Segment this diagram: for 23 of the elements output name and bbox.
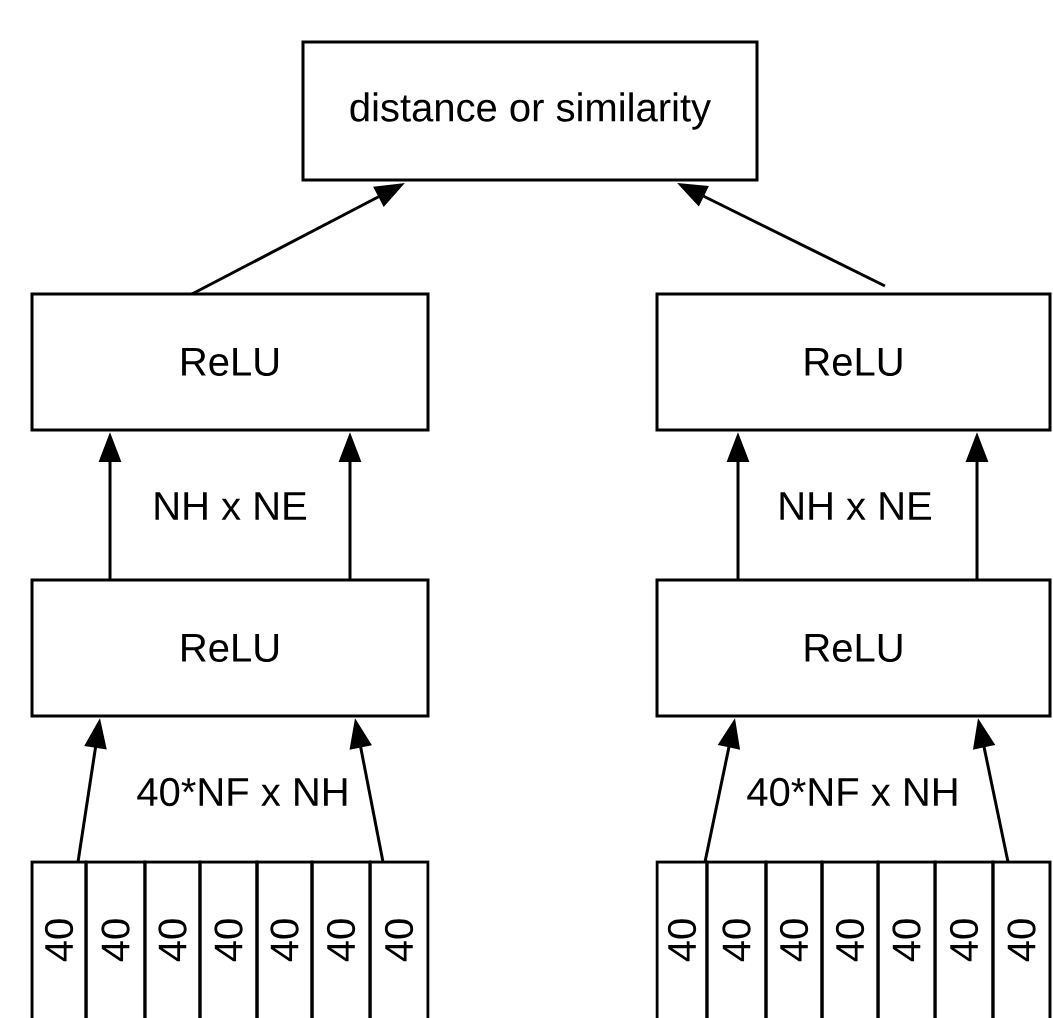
input-cell: 40: [820, 860, 880, 1018]
layer-box: ReLU: [30, 578, 430, 718]
size-label: NH x NE: [155, 492, 306, 520]
layer-box: ReLU: [655, 578, 1052, 718]
input-cell: 40: [310, 860, 372, 1018]
size-label: 40*NF x NH: [137, 777, 347, 807]
input-cell: 40: [198, 860, 259, 1018]
input-cell: 40: [991, 860, 1052, 1018]
input-cell: 40: [933, 860, 995, 1018]
layer-box: ReLU: [30, 292, 430, 432]
size-label: NH x NE: [780, 492, 931, 520]
input-cell: 40: [30, 860, 88, 1018]
input-cell: 40: [655, 860, 709, 1018]
input-cell: 40: [876, 860, 937, 1018]
input-cell: 40: [143, 860, 202, 1018]
input-cell: 40: [84, 860, 147, 1018]
input-cell: 40: [764, 860, 824, 1018]
input-cell: 40: [255, 860, 314, 1018]
layer-box: ReLU: [655, 292, 1052, 432]
size-label: 40*NF x NH: [747, 777, 957, 807]
output-box: distance or similarity: [301, 40, 759, 182]
input-cell: 40: [705, 860, 768, 1018]
input-cell: 40: [368, 860, 430, 1018]
